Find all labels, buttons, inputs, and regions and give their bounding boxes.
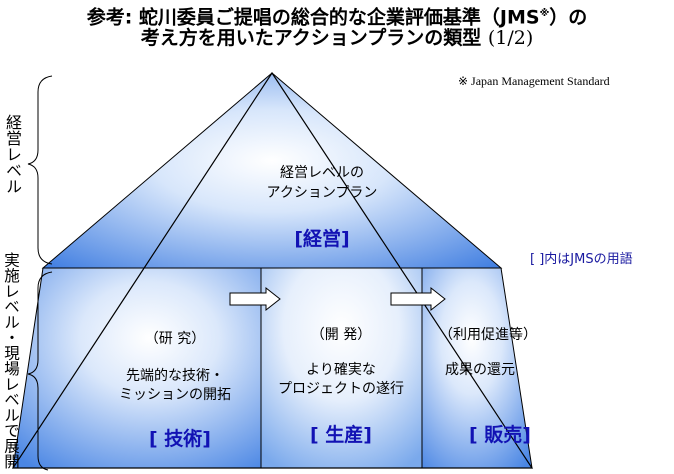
section-promotion-jms-term: [ 販売] xyxy=(469,424,531,446)
page-title-line2: 考え方を用いたアクションプランの類型 (1/2) xyxy=(0,26,674,50)
brace-management-icon xyxy=(27,75,53,265)
top-section-line2: アクションプラン xyxy=(266,185,378,201)
title-main: 参考: 蛇川委員ご提唱の総合的な企業評価基準（JMS xyxy=(86,6,540,29)
section-research-line1: 先端的な技術・ xyxy=(126,368,224,384)
arrow-right-icon xyxy=(229,286,281,312)
page-title-line1: 参考: 蛇川委員ご提唱の総合的な企業評価基準（JMS※）の xyxy=(0,2,674,29)
section-promotion-line1: 成果の還元 xyxy=(445,362,515,378)
title-note-mark: ※ xyxy=(539,8,550,19)
arrow-right-icon xyxy=(390,286,446,312)
section-research-jms-term: [ 技術] xyxy=(149,428,211,450)
section-research-line2: ミッションの開拓 xyxy=(119,387,231,403)
title-line2-main: 考え方を用いたアクションプランの類型 xyxy=(140,27,482,49)
section-development-line2: プロジェクトの遂行 xyxy=(278,381,404,397)
pyramid-outline xyxy=(11,71,534,469)
brace-field-icon xyxy=(27,271,53,471)
side-label-management: 経営レベル xyxy=(3,114,22,194)
section-research-category: （研 究） xyxy=(144,331,206,347)
section-promotion-category: （利用促進等） xyxy=(439,327,537,343)
section-development-category: （開 発） xyxy=(310,327,372,343)
top-section-line1: 経営レベルの xyxy=(280,165,364,181)
side-label-field: 実施レベル・現場レベルで展開 xyxy=(2,252,20,469)
jms-term-legend: [ ]内はJMSの用語 xyxy=(530,252,633,267)
section-development-line1: より確実な xyxy=(306,362,376,378)
section-development-jms-term: [ 生産] xyxy=(310,424,372,446)
title-page-indicator: (1/2) xyxy=(487,27,534,49)
jms-footnote: ※ Japan Management Standard xyxy=(458,74,610,88)
title-end: ）の xyxy=(549,6,588,29)
top-section-jms-term: [経営] xyxy=(294,228,350,250)
